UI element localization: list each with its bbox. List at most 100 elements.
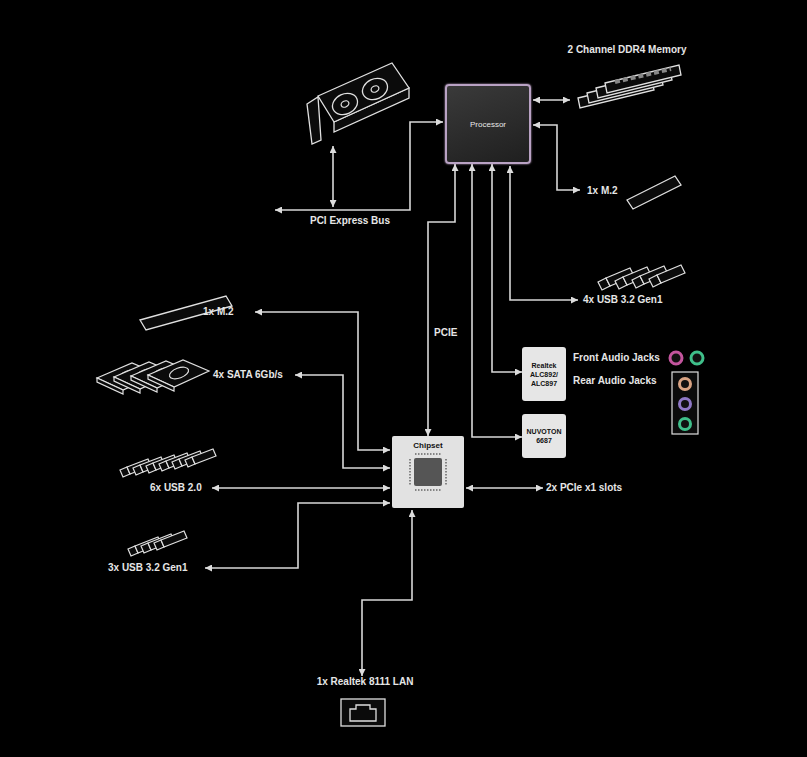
memory-label: 2 Channel DDR4 Memory bbox=[568, 44, 687, 56]
node-text: NUVOTON 6687 bbox=[524, 427, 564, 445]
drive-platter bbox=[134, 367, 156, 383]
usb-illustration bbox=[598, 265, 685, 290]
bus-label: PCI Express Bus bbox=[310, 215, 390, 227]
memory-stick-body bbox=[596, 70, 672, 98]
usb-wire bbox=[510, 166, 578, 300]
sata-label: 4x SATA 6Gb/s bbox=[213, 369, 283, 381]
drive-body bbox=[97, 363, 158, 390]
sata-drive bbox=[97, 363, 158, 394]
io-controller-box: NUVOTON 6687 bbox=[522, 414, 566, 458]
usb-body bbox=[166, 453, 190, 468]
lan-port bbox=[341, 699, 385, 726]
gpu-bracket bbox=[307, 97, 321, 144]
memory-chips bbox=[606, 74, 662, 87]
pcie-slot-label: 2x PCIe x1 slots bbox=[546, 482, 622, 494]
usb-label: 4x USB 3.2 Gen1 bbox=[583, 294, 662, 306]
usb-illustration bbox=[120, 449, 216, 477]
audio-label: Rear Audio Jacks bbox=[573, 375, 657, 387]
node-text: Realtek ALC892/ ALC897 bbox=[524, 361, 564, 388]
sata-wire bbox=[295, 375, 390, 468]
rear-jack-orange bbox=[680, 379, 691, 390]
usb-plug bbox=[154, 540, 164, 550]
gpu-body bbox=[318, 63, 409, 122]
memory-stick bbox=[596, 70, 672, 98]
usb-plug bbox=[632, 276, 644, 288]
gpu-fan-hub bbox=[340, 100, 350, 109]
usb-stick bbox=[154, 531, 187, 550]
sata-drive bbox=[131, 361, 192, 392]
memory-stick-body bbox=[605, 65, 681, 93]
gpu-fan bbox=[329, 89, 361, 118]
sata-illustration bbox=[97, 360, 209, 394]
usb-wire bbox=[205, 503, 390, 568]
gpu-side bbox=[334, 88, 409, 132]
lan-port-socket bbox=[350, 705, 376, 721]
usb-stick bbox=[615, 267, 651, 289]
usb-plug bbox=[185, 457, 195, 467]
usb-plug bbox=[128, 546, 138, 556]
usb-stick bbox=[598, 268, 634, 290]
gpu-fan bbox=[359, 74, 391, 103]
usb-plug bbox=[141, 543, 151, 553]
bus-connector bbox=[492, 164, 522, 372]
audio-codec-box: Realtek ALC892/ ALC897 bbox=[522, 347, 566, 401]
drive-body bbox=[131, 361, 192, 388]
drive-side bbox=[97, 378, 123, 394]
front-jack-green bbox=[691, 352, 703, 364]
drive-body bbox=[114, 362, 175, 389]
lan-label: 1x Realtek 8111 LAN bbox=[317, 676, 414, 688]
processor-box: Processor bbox=[445, 84, 531, 164]
usb-plug bbox=[120, 467, 130, 477]
m2-illustration bbox=[627, 176, 681, 209]
usb-wire bbox=[212, 487, 390, 489]
usb-label: 6x USB 2.0 bbox=[150, 482, 202, 494]
sata-drive bbox=[114, 362, 175, 393]
drive-body bbox=[148, 360, 209, 387]
usb-body bbox=[606, 268, 634, 286]
usb-body bbox=[179, 451, 203, 466]
gpu-fan-hub bbox=[370, 85, 380, 94]
gpu-wire bbox=[332, 146, 334, 207]
memory-stick bbox=[578, 80, 654, 108]
node-text: Processor bbox=[470, 120, 506, 129]
drive-side bbox=[148, 375, 174, 391]
bus-connector bbox=[428, 164, 455, 436]
rear-jack-green bbox=[680, 419, 691, 430]
m2-label: 1x M.2 bbox=[203, 306, 234, 318]
m2-wire bbox=[255, 312, 390, 450]
memory-stick-body bbox=[587, 75, 663, 103]
usb-body bbox=[640, 266, 668, 284]
rear-jack-panel bbox=[672, 372, 698, 434]
usb-plug bbox=[172, 459, 182, 469]
node-text: Chipset bbox=[413, 441, 442, 450]
usb-stick bbox=[159, 453, 190, 471]
usb-body bbox=[148, 534, 174, 550]
usb-stick bbox=[120, 459, 151, 477]
usb-body bbox=[657, 265, 685, 283]
memory-stick bbox=[587, 75, 663, 103]
usb-plug bbox=[133, 465, 143, 475]
memory-chips bbox=[615, 69, 671, 82]
usb-stick bbox=[128, 537, 161, 556]
memory-wire bbox=[533, 99, 570, 101]
drive-platter bbox=[117, 368, 139, 384]
usb-plug bbox=[615, 277, 627, 289]
usb-stick bbox=[632, 266, 668, 288]
lan-wire bbox=[362, 510, 412, 676]
usb-body bbox=[192, 449, 216, 464]
gpu-illustration bbox=[307, 63, 409, 144]
connector-label: PCIE bbox=[434, 327, 457, 339]
memory-illustration bbox=[578, 65, 681, 108]
usb-stick bbox=[141, 534, 174, 553]
usb-illustration bbox=[128, 531, 187, 556]
bus-connector bbox=[472, 164, 522, 437]
bus-wires bbox=[205, 100, 580, 676]
m2-wire bbox=[533, 125, 580, 190]
usb-stick bbox=[185, 449, 216, 467]
drive-side bbox=[131, 376, 157, 392]
usb-body bbox=[161, 531, 187, 547]
usb-stick bbox=[146, 455, 177, 473]
